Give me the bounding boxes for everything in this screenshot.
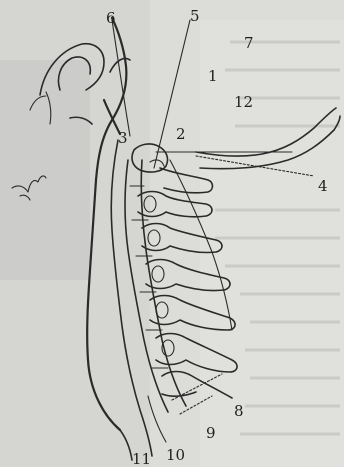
label-9: 9 <box>206 424 216 442</box>
label-12: 12 <box>234 93 253 111</box>
label-1: 1 <box>208 67 218 85</box>
label-10: 10 <box>166 446 185 464</box>
label-11: 11 <box>132 450 151 467</box>
label-8: 8 <box>234 402 244 420</box>
label-2: 2 <box>176 125 186 143</box>
label-3: 3 <box>118 129 128 147</box>
label-4: 4 <box>318 177 328 195</box>
label-5: 5 <box>190 7 200 25</box>
label-7: 7 <box>244 34 254 52</box>
label-6: 6 <box>106 9 116 27</box>
